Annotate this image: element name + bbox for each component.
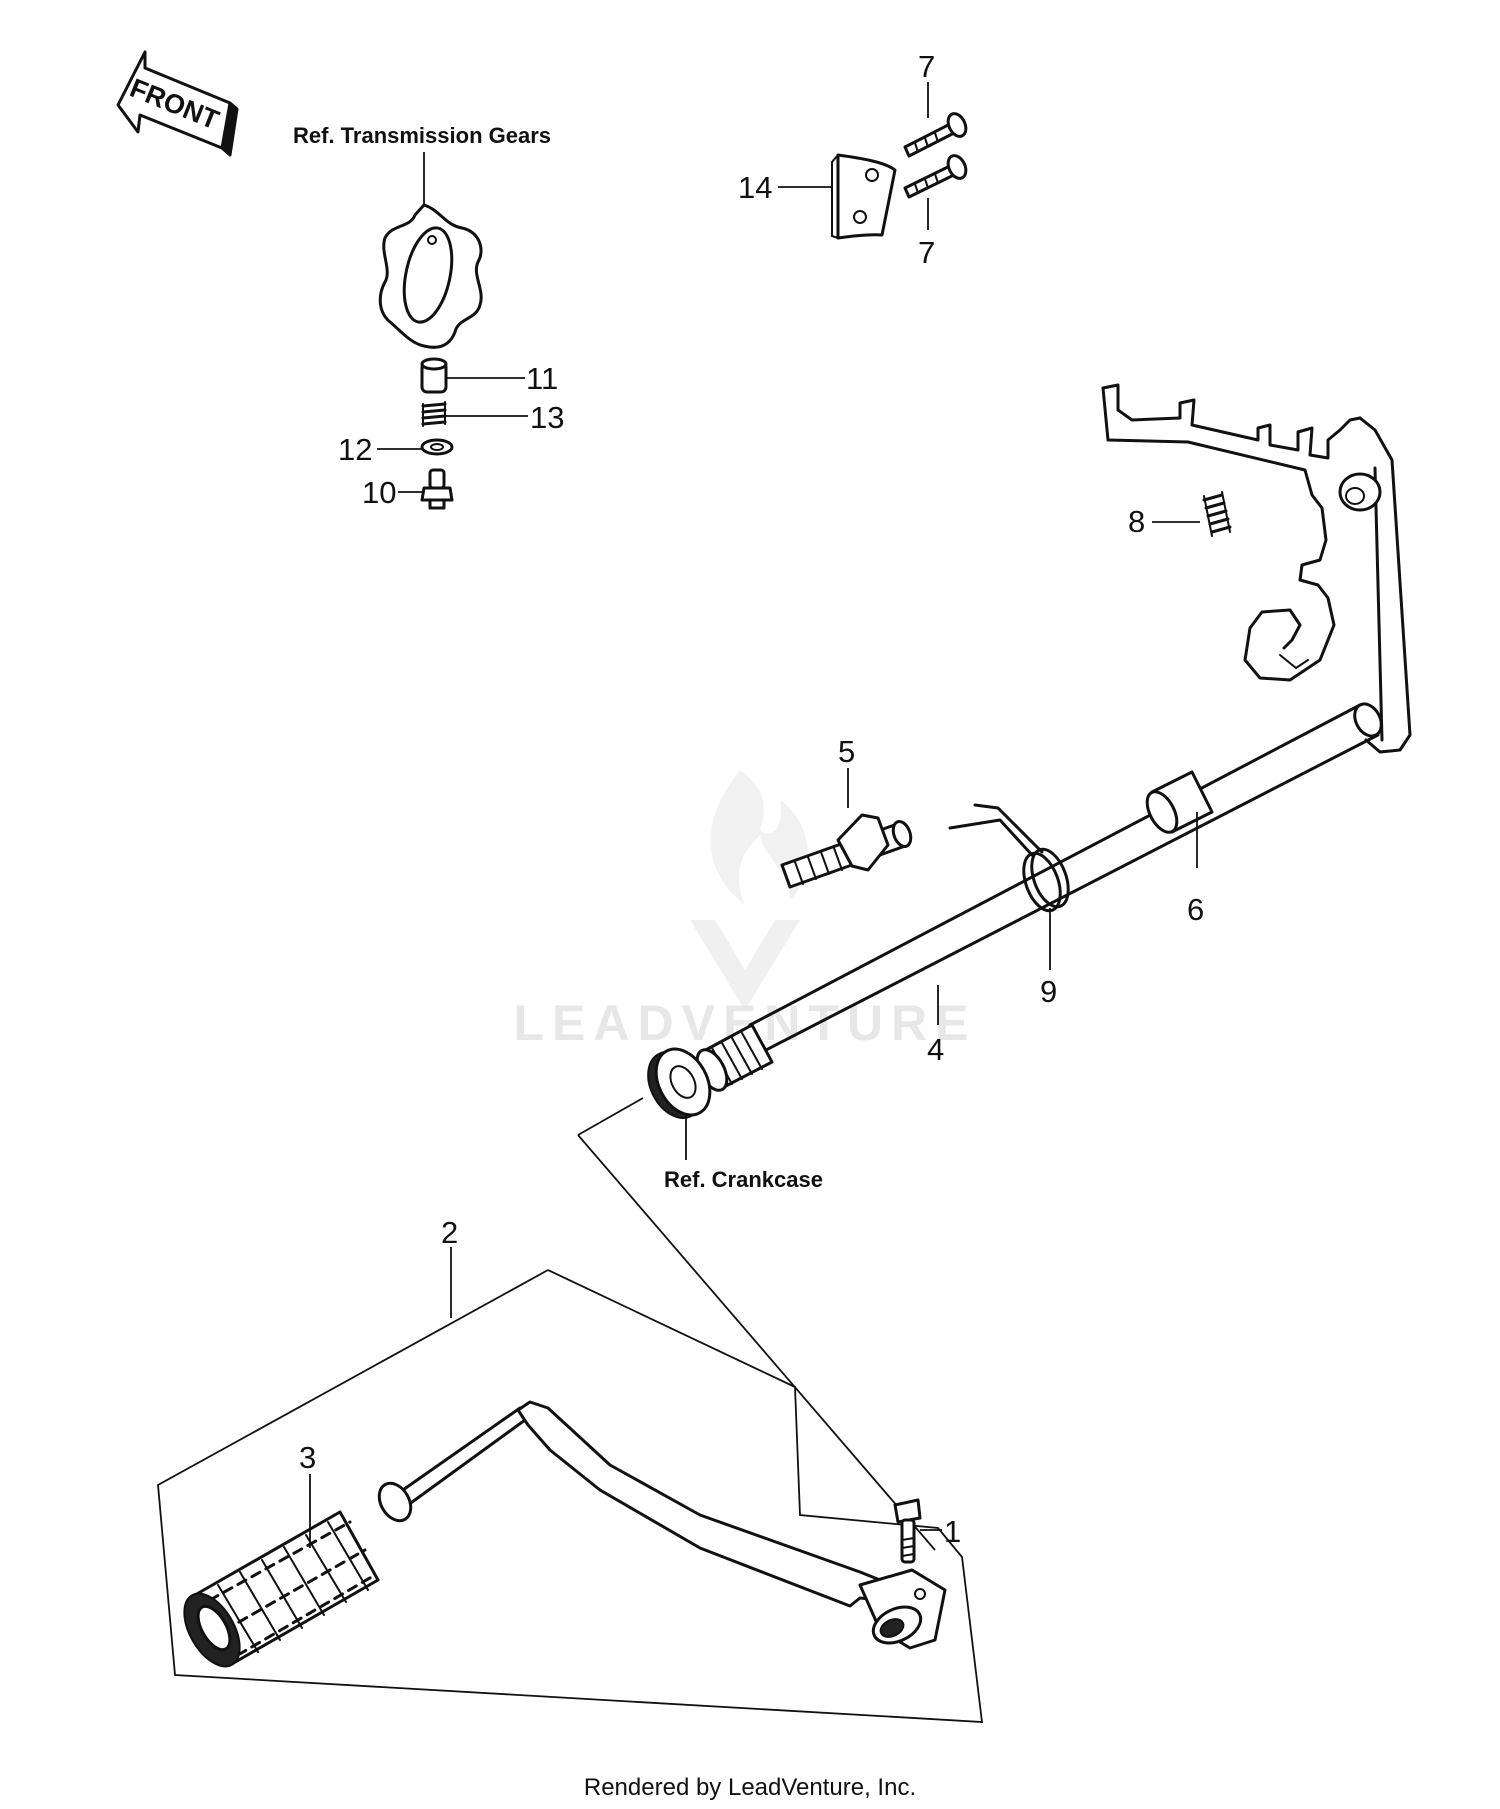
shift-shaft — [695, 702, 1383, 1092]
callout-14: 14 — [738, 170, 772, 205]
plate-bolt-lower — [903, 154, 968, 199]
seal-guide-line — [577, 1097, 644, 1136]
footer-credit: Rendered by LeadVenture, Inc. — [584, 1774, 916, 1801]
plate-bolt-upper — [903, 112, 968, 158]
pedal-assembly-outline — [157, 1269, 984, 1723]
guide-plate — [831, 153, 897, 240]
callout-10: 10 — [362, 475, 396, 510]
callout-5: 5 — [838, 734, 855, 769]
spring-arm — [1202, 491, 1232, 537]
callout-6: 6 — [1187, 892, 1204, 927]
callout-13: 13 — [530, 400, 564, 435]
front-arrow: FRONT — [116, 50, 239, 157]
pedal-bolt — [893, 1498, 922, 1564]
return-spring — [948, 803, 1070, 913]
callout-7-lower: 7 — [918, 235, 935, 270]
callout-8: 8 — [1128, 504, 1145, 539]
spring-small — [421, 401, 447, 427]
callout-4: 4 — [927, 1032, 944, 1067]
shift-drum-cam — [378, 203, 483, 349]
shift-pedal — [377, 1400, 947, 1650]
pin — [420, 357, 448, 394]
pedal-rubber — [183, 1510, 380, 1668]
callout-3: 3 — [299, 1440, 316, 1475]
oil-seal — [647, 1047, 712, 1119]
ref-crankcase: Ref. Crankcase — [664, 1167, 823, 1192]
callout-2: 2 — [441, 1215, 458, 1250]
holder-bolt — [420, 468, 454, 510]
shift-mechanism-arm — [1101, 383, 1412, 754]
washer — [420, 438, 454, 456]
callout-12: 12 — [338, 432, 372, 467]
watermark-logo-icon — [690, 770, 809, 1010]
callout-7-upper: 7 — [918, 49, 935, 84]
callout-11: 11 — [526, 361, 558, 396]
stud-bolt — [780, 813, 913, 889]
callout-9: 9 — [1040, 974, 1057, 1009]
callout-1: 1 — [944, 1514, 961, 1549]
ref-transmission-gears: Ref. Transmission Gears — [293, 123, 551, 148]
watermark: LEADVENTURE — [513, 770, 969, 1051]
assembly-guide-line — [577, 1134, 936, 1551]
